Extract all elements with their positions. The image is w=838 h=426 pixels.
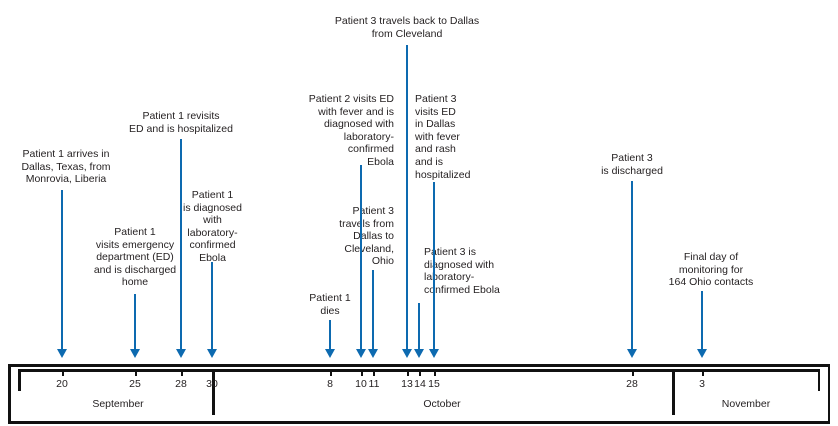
axis-label-oct-15: 15: [428, 378, 440, 390]
arrow-icon-patient1-dies: [325, 349, 335, 358]
timeline-axis: 20 25 28 30 8 10 11 13 14 15 28 3 Septem…: [18, 369, 820, 418]
arrow-icon-patient3-visits-ed: [429, 349, 439, 358]
leader-line-patient3-diagnosed: [418, 303, 420, 350]
event-label-patient3-returns-to-dallas: Patient 3 travels back to Dallas from Cl…: [334, 15, 480, 40]
event-label-final-monitoring-day: Final day of monitoring for 164 Ohio con…: [668, 251, 754, 289]
event-label-patient1-dies: Patient 1 dies: [309, 292, 351, 317]
leader-line-patient3-visits-ed: [433, 182, 435, 350]
event-label-patient3-visits-ed: Patient 3 visits ED in Dallas with fever…: [415, 93, 471, 181]
axis-label-oct-14: 14: [414, 378, 426, 390]
month-divider-oct-nov: [672, 369, 675, 415]
leader-line-patient1-arrives: [61, 190, 63, 350]
axis-end-left: [18, 369, 21, 391]
event-label-patient2-visits-ed: Patient 2 visits ED with fever and is di…: [308, 93, 394, 168]
axis-label-oct-8: 8: [327, 378, 333, 390]
figure-rule-right: [827, 364, 830, 424]
axis-label-sep-20: 20: [56, 378, 68, 390]
leader-line-patient3-returns: [406, 45, 408, 350]
event-label-patient1-arrives: Patient 1 arrives in Dallas, Texas, from…: [21, 148, 111, 186]
axis-tick-oct-8: [330, 369, 332, 376]
arrow-icon-patient1-first-ed: [130, 349, 140, 358]
axis-tick-oct-28: [632, 369, 634, 376]
figure-rule-bottom: [8, 421, 830, 424]
event-label-patient3-travels-to-cleveland: Patient 3 travels from Dallas to Clevela…: [339, 205, 394, 268]
leader-line-patient1-revisits: [180, 139, 182, 350]
axis-tick-sep-25: [135, 369, 137, 376]
axis-label-nov-3: 3: [699, 378, 705, 390]
axis-tick-oct-10: [361, 369, 363, 376]
leader-line-patient1-first-ed: [134, 294, 136, 350]
arrow-icon-patient1-revisits: [176, 349, 186, 358]
axis-label-sep-28: 28: [175, 378, 187, 390]
leader-line-patient3-discharged: [631, 181, 633, 350]
axis-month-september: September: [92, 398, 144, 410]
leader-line-patient1-dies: [329, 320, 331, 350]
axis-tick-nov-3: [702, 369, 704, 376]
axis-label-oct-13: 13: [401, 378, 413, 390]
axis-label-sep-30: 30: [206, 378, 218, 390]
month-divider-sep-oct: [212, 369, 215, 415]
arrow-icon-patient3-to-cleveland: [368, 349, 378, 358]
axis-tick-oct-13: [407, 369, 409, 376]
arrow-icon-patient1-arrives: [57, 349, 67, 358]
axis-label-oct-28: 28: [626, 378, 638, 390]
event-label-patient1-first-ed-visit: Patient 1 visits emergency department (E…: [93, 226, 177, 289]
axis-tick-oct-11: [373, 369, 375, 376]
arrow-icon-patient2-visits-ed: [356, 349, 366, 358]
arrow-icon-patient3-returns: [402, 349, 412, 358]
arrow-icon-patient1-diagnosed: [207, 349, 217, 358]
axis-label-sep-25: 25: [129, 378, 141, 390]
axis-tick-oct-15: [434, 369, 436, 376]
axis-month-november: November: [721, 398, 771, 410]
event-label-patient3-discharged: Patient 3 is discharged: [601, 152, 663, 177]
figure-rule-left: [8, 364, 11, 424]
axis-label-oct-11: 11: [368, 378, 380, 390]
arrow-icon-patient3-diagnosed: [414, 349, 424, 358]
event-label-patient3-diagnosed: Patient 3 is diagnosed with laboratory- …: [424, 246, 500, 296]
arrow-icon-patient3-discharged: [627, 349, 637, 358]
leader-line-final-monitoring: [701, 291, 703, 350]
leader-line-patient1-diagnosed: [211, 262, 213, 350]
axis-label-oct-10: 10: [355, 378, 367, 390]
axis-tick-sep-28: [181, 369, 183, 376]
axis-end-right: [817, 369, 820, 391]
figure-rule-top: [8, 364, 830, 367]
leader-line-patient3-to-cleveland: [372, 270, 374, 350]
leader-line-patient2-visits-ed: [360, 165, 362, 350]
event-label-patient1-revisits-ed: Patient 1 revisits ED and is hospitalize…: [129, 110, 233, 135]
axis-tick-sep-20: [62, 369, 64, 376]
axis-tick-oct-14: [419, 369, 421, 376]
arrow-icon-final-monitoring: [697, 349, 707, 358]
event-label-patient1-diagnosed: Patient 1 is diagnosed with laboratory- …: [183, 189, 242, 264]
axis-month-october: October: [423, 398, 461, 410]
